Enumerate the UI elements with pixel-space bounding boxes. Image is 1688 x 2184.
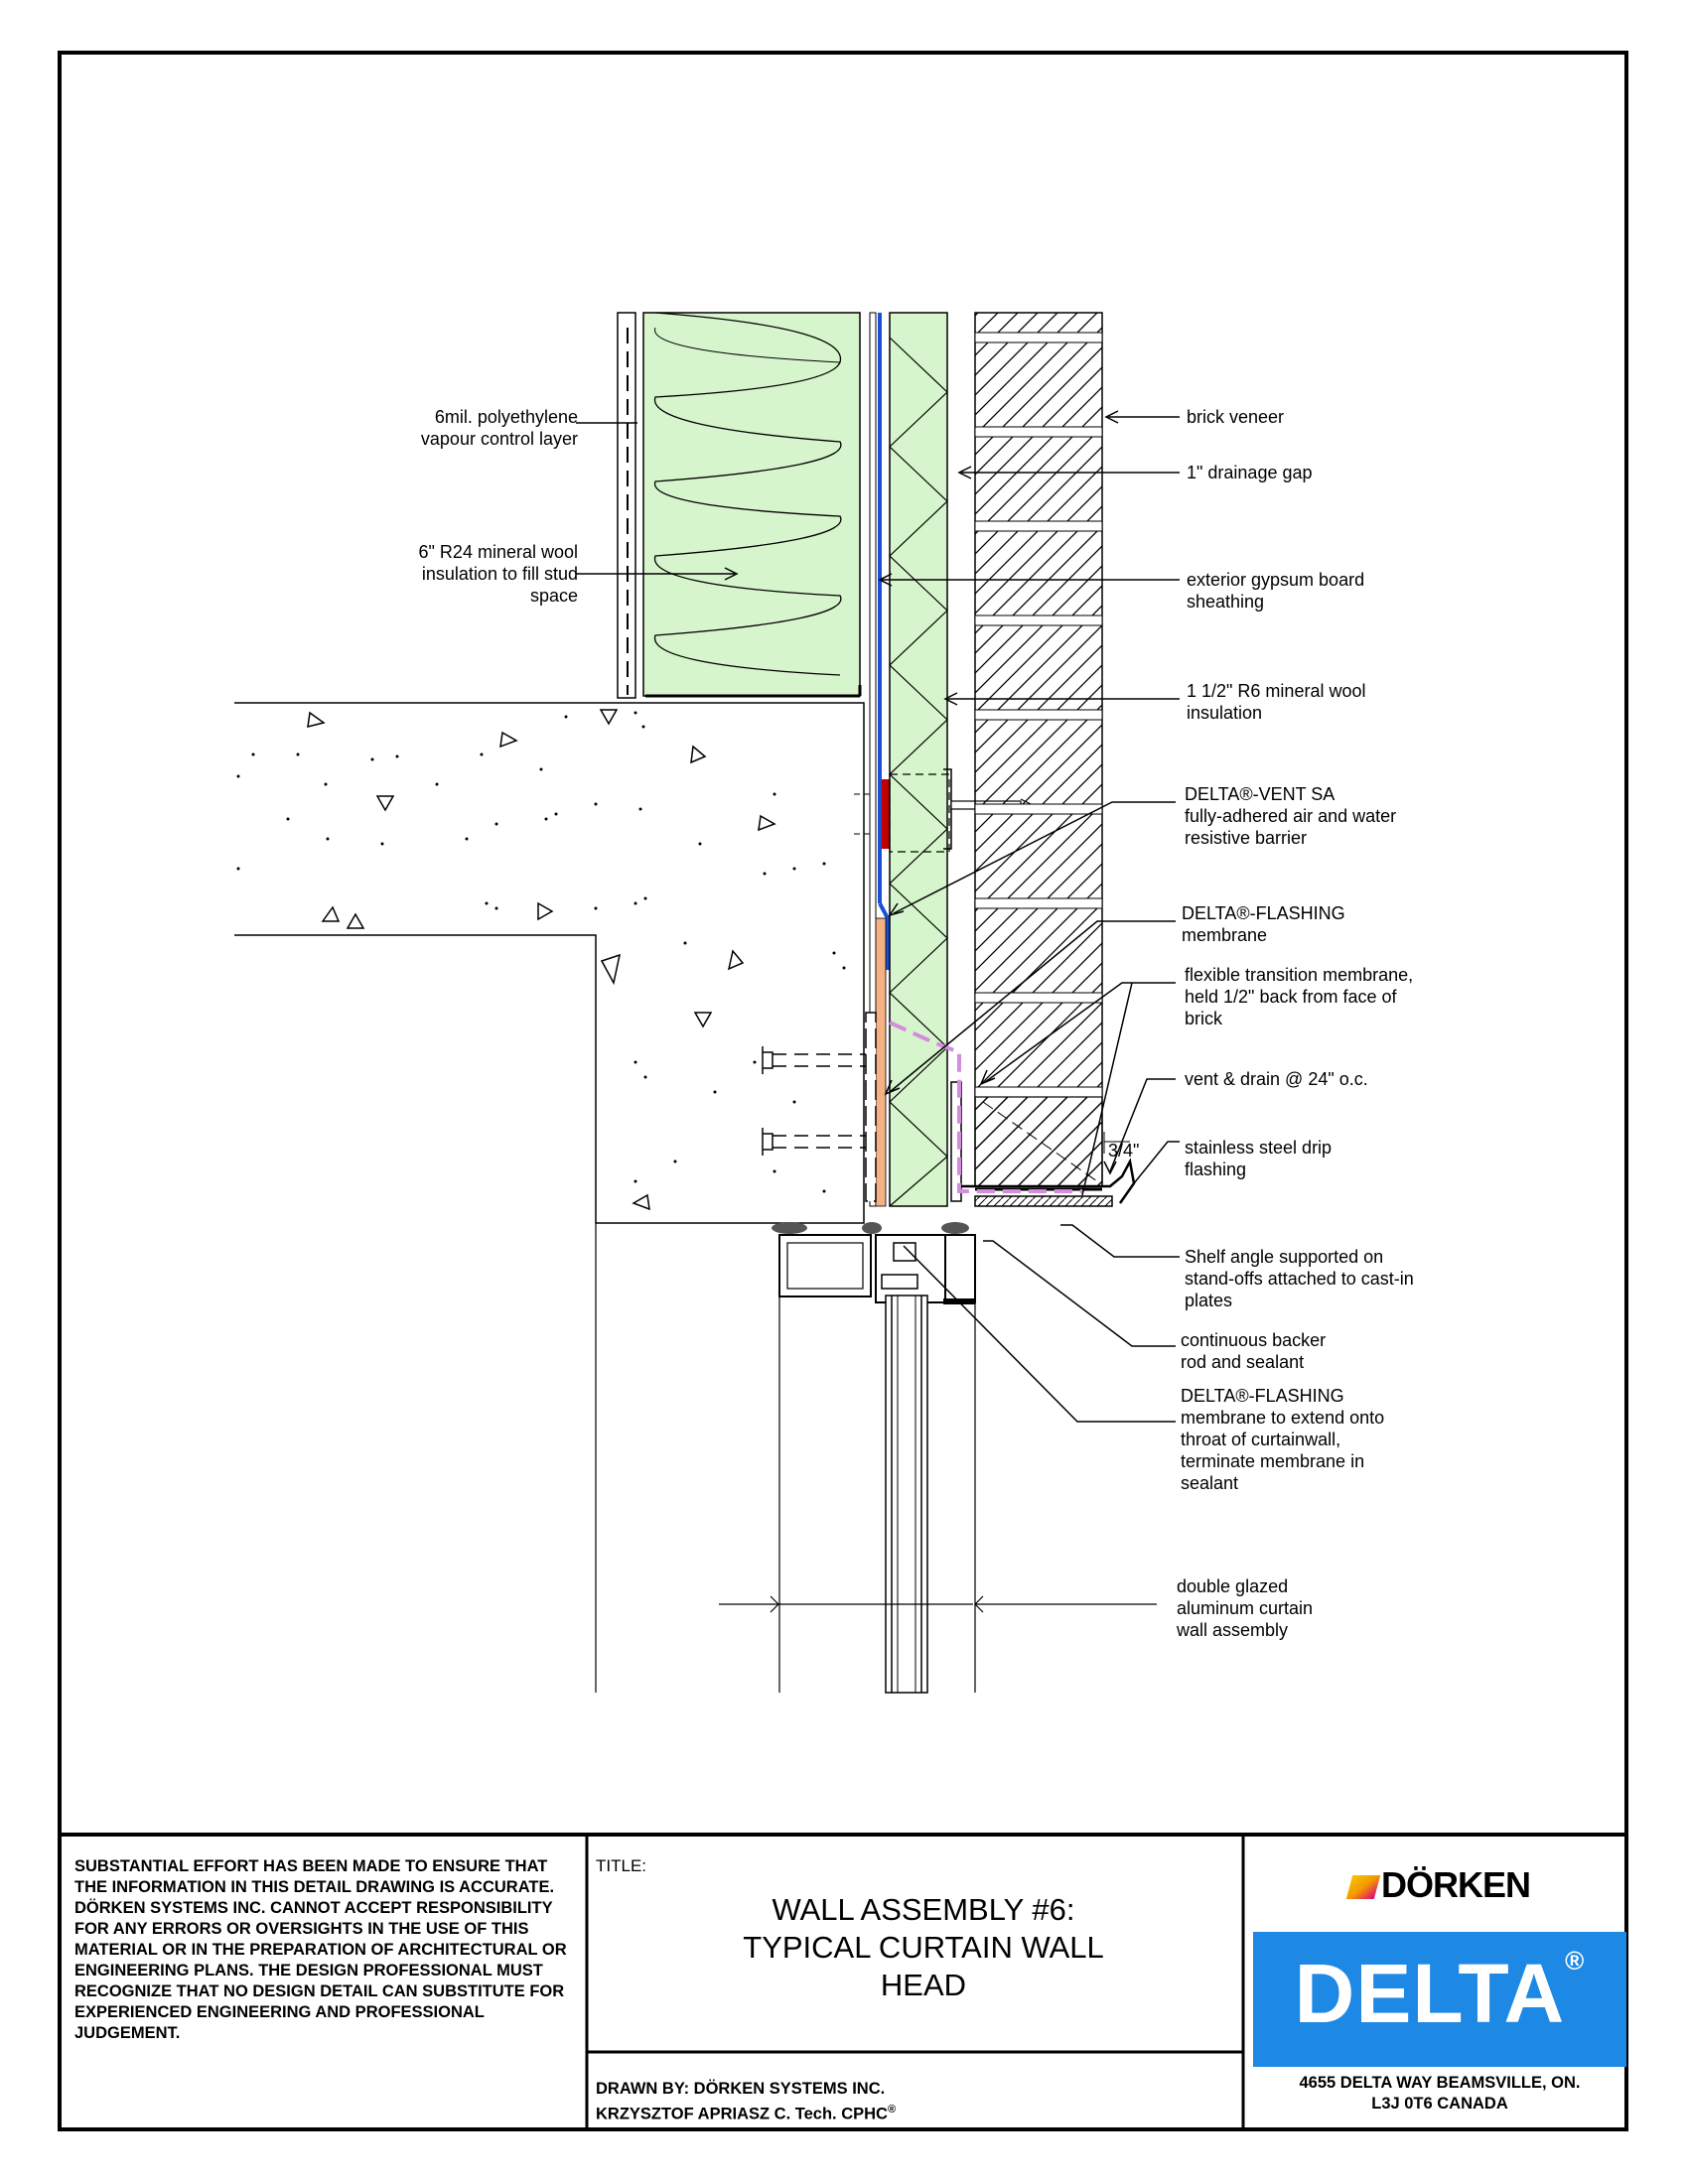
anchor-bolt [762, 1046, 874, 1156]
label-curtain-3: wall assembly [1176, 1620, 1288, 1640]
label-brick: brick veneer [1187, 407, 1284, 427]
label-sheathing-2: sheathing [1187, 592, 1264, 612]
address-line-1: 4655 DELTA WAY BEAMSVILLE, ON. [1299, 2074, 1581, 2092]
label-backer-2: rod and sealant [1181, 1352, 1304, 1372]
dorken-logo: DÖRKEN [1253, 1864, 1626, 1906]
label-drip-2: flashing [1185, 1160, 1246, 1179]
label-vent-2: fully-adhered air and water [1185, 806, 1396, 826]
label-shelf-3: plates [1185, 1291, 1232, 1310]
title-line-1: WALL ASSEMBLY #6: [772, 1892, 1075, 1927]
label-dimension: 3/4" [1108, 1141, 1139, 1160]
title-label: TITLE: [596, 1856, 647, 1875]
drafter-line: KRZYSZTOF APRIASZ C. Tech. CPHC® [596, 2100, 896, 2125]
red-tape [882, 779, 890, 849]
label-drip-1: stainless steel drip [1185, 1138, 1332, 1158]
label-throat-5: sealant [1181, 1473, 1238, 1493]
brick-veneer [950, 312, 1136, 1207]
label-gap: 1" drainage gap [1187, 463, 1313, 482]
label-sheathing-1: exterior gypsum board [1187, 570, 1364, 590]
address-line-2: L3J 0T6 CANADA [1371, 2095, 1508, 2113]
label-flashing-2: membrane [1182, 925, 1267, 945]
title-line-2: TYPICAL CURTAIN WALL [743, 1930, 1104, 1965]
title-line-3: HEAD [880, 1968, 967, 2002]
label-ci-2: insulation [1187, 703, 1262, 723]
label-vapour-2: vapour control layer [421, 429, 578, 449]
label-throat-2: membrane to extend onto [1181, 1408, 1384, 1428]
label-transition-1: flexible transition membrane, [1185, 965, 1413, 985]
label-throat-3: throat of curtainwall, [1181, 1430, 1340, 1449]
disclaimer-text: SUBSTANTIAL EFFORT HAS BEEN MADE TO ENSU… [74, 1857, 567, 2042]
label-vapour-1: 6mil. polyethylene [435, 407, 578, 427]
sheet-border [58, 51, 1628, 2131]
drafter-name: KRZYSZTOF APRIASZ C. Tech. CPHC [596, 2105, 888, 2123]
company-address: 4655 DELTA WAY BEAMSVILLE, ON. L3J 0T6 C… [1253, 2073, 1626, 2115]
shelf-angle [974, 1195, 1113, 1207]
label-flashing-1: DELTA®-FLASHING [1182, 903, 1345, 923]
label-vent-3: resistive barrier [1185, 828, 1307, 848]
dorken-mark-icon [1345, 1875, 1381, 1899]
label-ci-1: 1 1/2" R6 mineral wool [1187, 681, 1365, 701]
label-stud-ins-2: insulation to fill stud [422, 564, 578, 584]
label-transition-3: brick [1185, 1009, 1223, 1028]
label-backer-1: continuous backer [1181, 1330, 1326, 1350]
label-shelf-1: Shelf angle supported on [1185, 1247, 1383, 1267]
callout-labels: 6mil. polyethylene vapour control layer … [419, 407, 1414, 1640]
label-stud-ins-1: 6" R24 mineral wool [419, 542, 578, 562]
transition-membrane [889, 1021, 1082, 1193]
label-transition-2: held 1/2" back from face of [1185, 987, 1398, 1007]
label-throat-1: DELTA®-FLASHING [1181, 1386, 1344, 1406]
label-vent-drain: vent & drain @ 24" o.c. [1185, 1069, 1368, 1089]
dorken-wordmark: DÖRKEN [1380, 1864, 1531, 1905]
drafter-mark: ® [887, 2104, 897, 2116]
drawn-by: DRAWN BY: DÖRKEN SYSTEMS INC. KRZYSZTOF … [596, 2079, 896, 2125]
drawing-title: WALL ASSEMBLY #6: TYPICAL CURTAIN WALL H… [596, 1891, 1251, 2004]
concrete-slab [234, 702, 865, 1693]
label-throat-4: terminate membrane in [1181, 1451, 1364, 1471]
ci-insulation [889, 312, 948, 1207]
label-curtain-2: aluminum curtain [1177, 1598, 1313, 1618]
label-shelf-2: stand-offs attached to cast-in [1185, 1269, 1414, 1289]
exterior-layers [762, 312, 1035, 1207]
label-vent-1: DELTA®-VENT SA [1185, 784, 1335, 804]
stud-wall [617, 312, 862, 699]
flashing-membrane [875, 917, 887, 1207]
delta-reg-mark: ® [1565, 1946, 1586, 1976]
label-stud-ins-3: space [530, 586, 578, 606]
delta-logo-band [1253, 1932, 1626, 2067]
curtain-wall [719, 1222, 1157, 1694]
label-curtain-1: double glazed [1177, 1576, 1288, 1596]
drawn-by-company: DRAWN BY: DÖRKEN SYSTEMS INC. [596, 2080, 886, 2098]
leader-lines [576, 410, 1180, 1423]
delta-logo: DELTA® [1253, 1946, 1626, 2042]
delta-wordmark: DELTA [1294, 1947, 1566, 2040]
